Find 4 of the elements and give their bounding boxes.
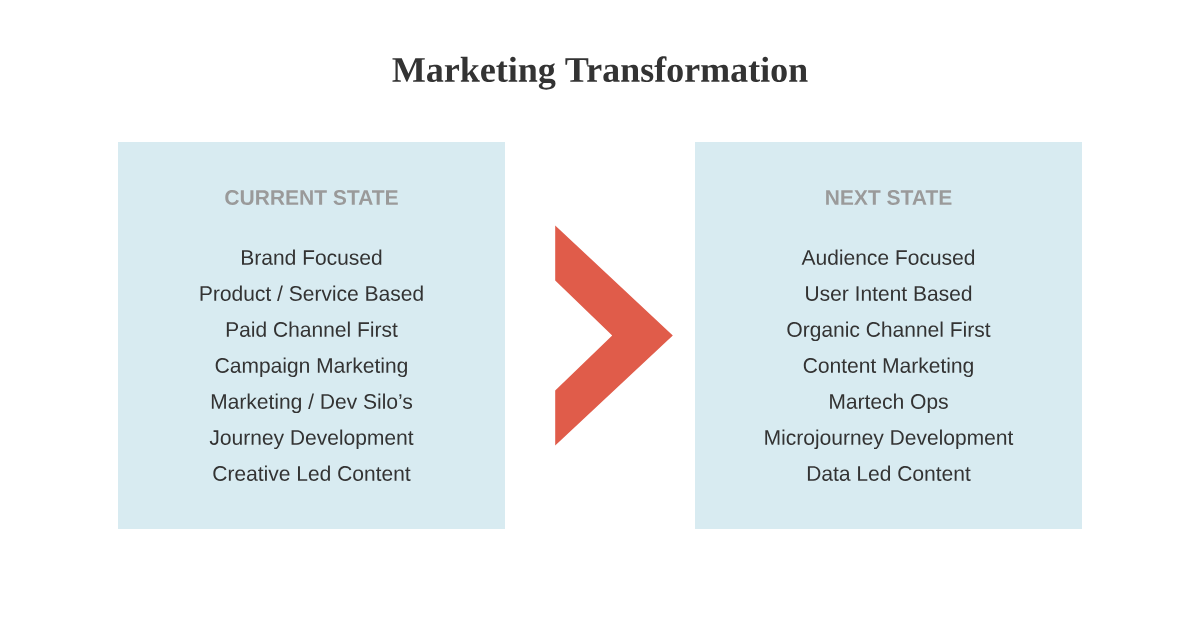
state-box: CURRENT STATE Brand Focused Product / Service Based Paid Channel First Campaign Marketing Marketing / Dev Silo’s Journey Development Creative Led Content (118, 142, 505, 529)
chevron-arrow (555, 225, 673, 446)
state-box: NEXT STATE Audience Focused User Intent Based Organic Channel First Content Marketing Martech Ops Microjourney Development Data Led Content (695, 142, 1082, 529)
title: Marketing Transformation (392, 56, 808, 90)
